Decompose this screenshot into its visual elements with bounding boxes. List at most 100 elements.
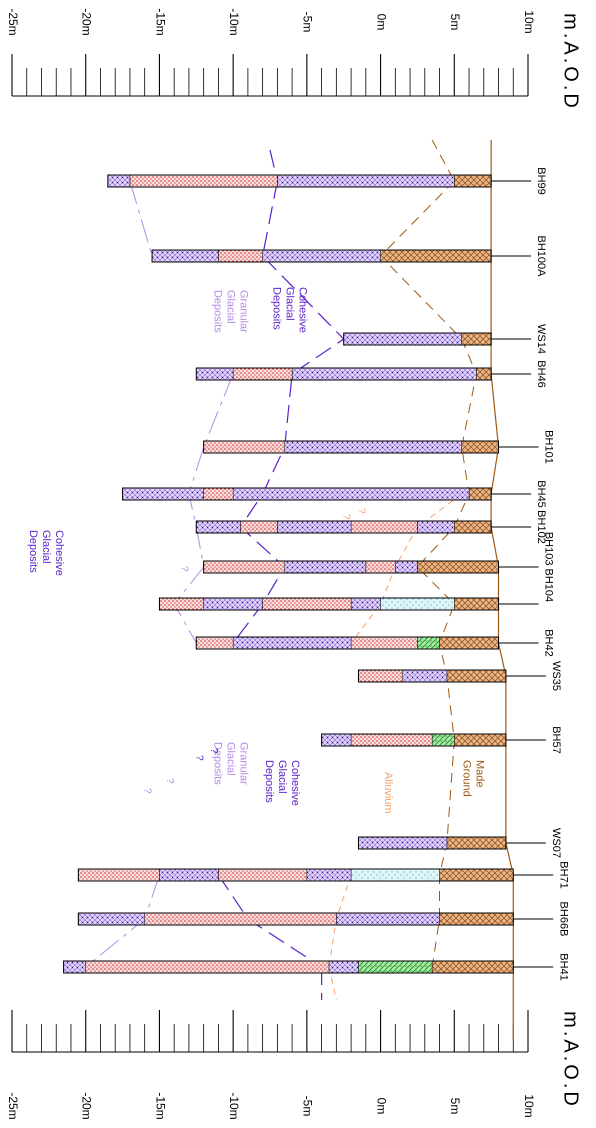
borehole: BH42 (195, 629, 555, 657)
scale-tick-label: 0m (374, 1098, 388, 1115)
borehole-label: BH46 (535, 360, 547, 388)
borehole-layer-cohesive (262, 249, 381, 263)
borehole-layer-cohesive (196, 367, 234, 381)
borehole-layer-cohesive (277, 174, 455, 188)
scale-tick-label: 0m (374, 14, 388, 31)
scale-tick-label: -20m (80, 1092, 94, 1119)
made-ground-label-line: Ground (460, 760, 472, 797)
borehole: BH102 (195, 510, 547, 544)
borehole-layer-made_ground (468, 487, 492, 501)
borehole-layer-cohesive (196, 520, 241, 534)
borehole-layer-granular (218, 868, 308, 882)
borehole-label: BH101 (543, 430, 555, 464)
cohesive-glacial-label-line: Cohesive (296, 287, 308, 333)
borehole-layer-granular (196, 636, 234, 650)
borehole-layer-granular (232, 367, 293, 381)
stratum-boundaries (85, 139, 514, 1040)
borehole-label: BH66B (557, 902, 569, 937)
cohesive-glacial-label-line: Cohesive (289, 760, 301, 806)
made-ground-base-line (379, 180, 477, 968)
cohesive-glacial-label-line: Deposits (27, 530, 39, 573)
borehole-layer-made_ground (446, 669, 507, 683)
borehole-layer-granular (240, 520, 278, 534)
borehole-layer-granular (262, 597, 352, 611)
uncertain-boundary-mark: ? (208, 748, 219, 754)
borehole-layer-cohesive (63, 960, 86, 974)
borehole (158, 597, 539, 611)
borehole-layer-made_ground (446, 836, 507, 850)
borehole-layer-cohesive (107, 174, 131, 188)
borehole-label: WS14 (535, 324, 547, 354)
borehole-layer-granular (350, 636, 418, 650)
borehole-layer-granular (159, 597, 204, 611)
borehole-layer-granular (358, 669, 403, 683)
borehole-label: BH42 (543, 629, 555, 657)
borehole-label: BH102 (535, 510, 547, 544)
borehole-layer-granular (85, 960, 330, 974)
cohesive-glacial-label-line: Deposits (270, 287, 282, 330)
borehole-layer-made_ground (439, 636, 499, 650)
granular-glacial-label-line: Granular (238, 742, 250, 785)
scale-tick-label: -15m (153, 8, 167, 35)
borehole: BH66B (77, 902, 569, 937)
granular-base-line (85, 180, 234, 968)
scale-tick-label: -10m (227, 8, 241, 35)
borehole-label: BH41 (557, 953, 569, 981)
borehole-layer-granular (218, 249, 263, 263)
scale-title: m.A.O.D (560, 13, 582, 111)
uncertain-boundary-mark: ? (193, 755, 204, 761)
borehole-layer-cohesive (159, 868, 219, 882)
cohesive-glacial-label-line: Glacial (283, 287, 295, 321)
scale-tick-label: -10m (227, 1092, 241, 1119)
uncertain-boundary-mark: ? (142, 788, 153, 794)
borehole-layer-made_ground (461, 332, 492, 346)
scale-tick-label: 10m (522, 1094, 536, 1117)
borehole-layer-granular (365, 560, 396, 574)
granular-glacial-label-line: Glacial (225, 290, 237, 324)
borehole-layer-granular (144, 912, 337, 926)
borehole-label: BH57 (550, 726, 562, 754)
borehole-layer-alluvium (380, 597, 455, 611)
borehole-layer-cohesive (277, 520, 352, 534)
borehole-layer-granular (350, 520, 418, 534)
uncertain-boundary-mark: ? (355, 508, 366, 514)
stratum-labels: CohesiveGlacialDepositsGranularGlacialDe… (27, 287, 485, 814)
cohesive-glacial-label-line: Glacial (40, 530, 52, 564)
granular-glacial-label-line: Glacial (225, 742, 237, 776)
borehole-layer-cohesive (336, 912, 440, 926)
borehole: WS35 (357, 661, 562, 691)
ground-surface-line (490, 181, 514, 967)
borehole-label: BH45 (535, 480, 547, 508)
scale-tick-label: -5m (301, 1096, 315, 1117)
borehole-label: WS35 (550, 661, 562, 691)
borehole-layer-cohesive (151, 249, 219, 263)
borehole-layer-cohesive (203, 597, 263, 611)
uncertain-boundary-mark: ? (164, 778, 175, 784)
borehole: BH45 (122, 480, 547, 508)
cohesive-glacial-label-line: Glacial (276, 760, 288, 794)
borehole: BH101 (203, 430, 555, 464)
borehole: BH100A (151, 236, 547, 277)
granular-glacial-label-line: Deposits (212, 290, 224, 333)
borehole-layer-granular (203, 560, 285, 574)
borehole-layer-cohesive (395, 560, 418, 574)
borehole: WS14 (343, 324, 547, 354)
uncertain-boundary-mark: ? (179, 566, 190, 572)
made-ground-label-line: Made (473, 760, 485, 788)
scale-title: m.A.O.D (560, 1011, 582, 1109)
alluvium-label-line: Alluvium (382, 772, 394, 814)
granular-glacial-label-line: Deposits (212, 742, 224, 785)
borehole: BH103 BH104 (203, 532, 555, 602)
cohesive-glacial-label-line: Deposits (263, 760, 275, 803)
borehole-layer-cohesive (122, 487, 204, 501)
borehole-layer-granular (203, 440, 285, 454)
